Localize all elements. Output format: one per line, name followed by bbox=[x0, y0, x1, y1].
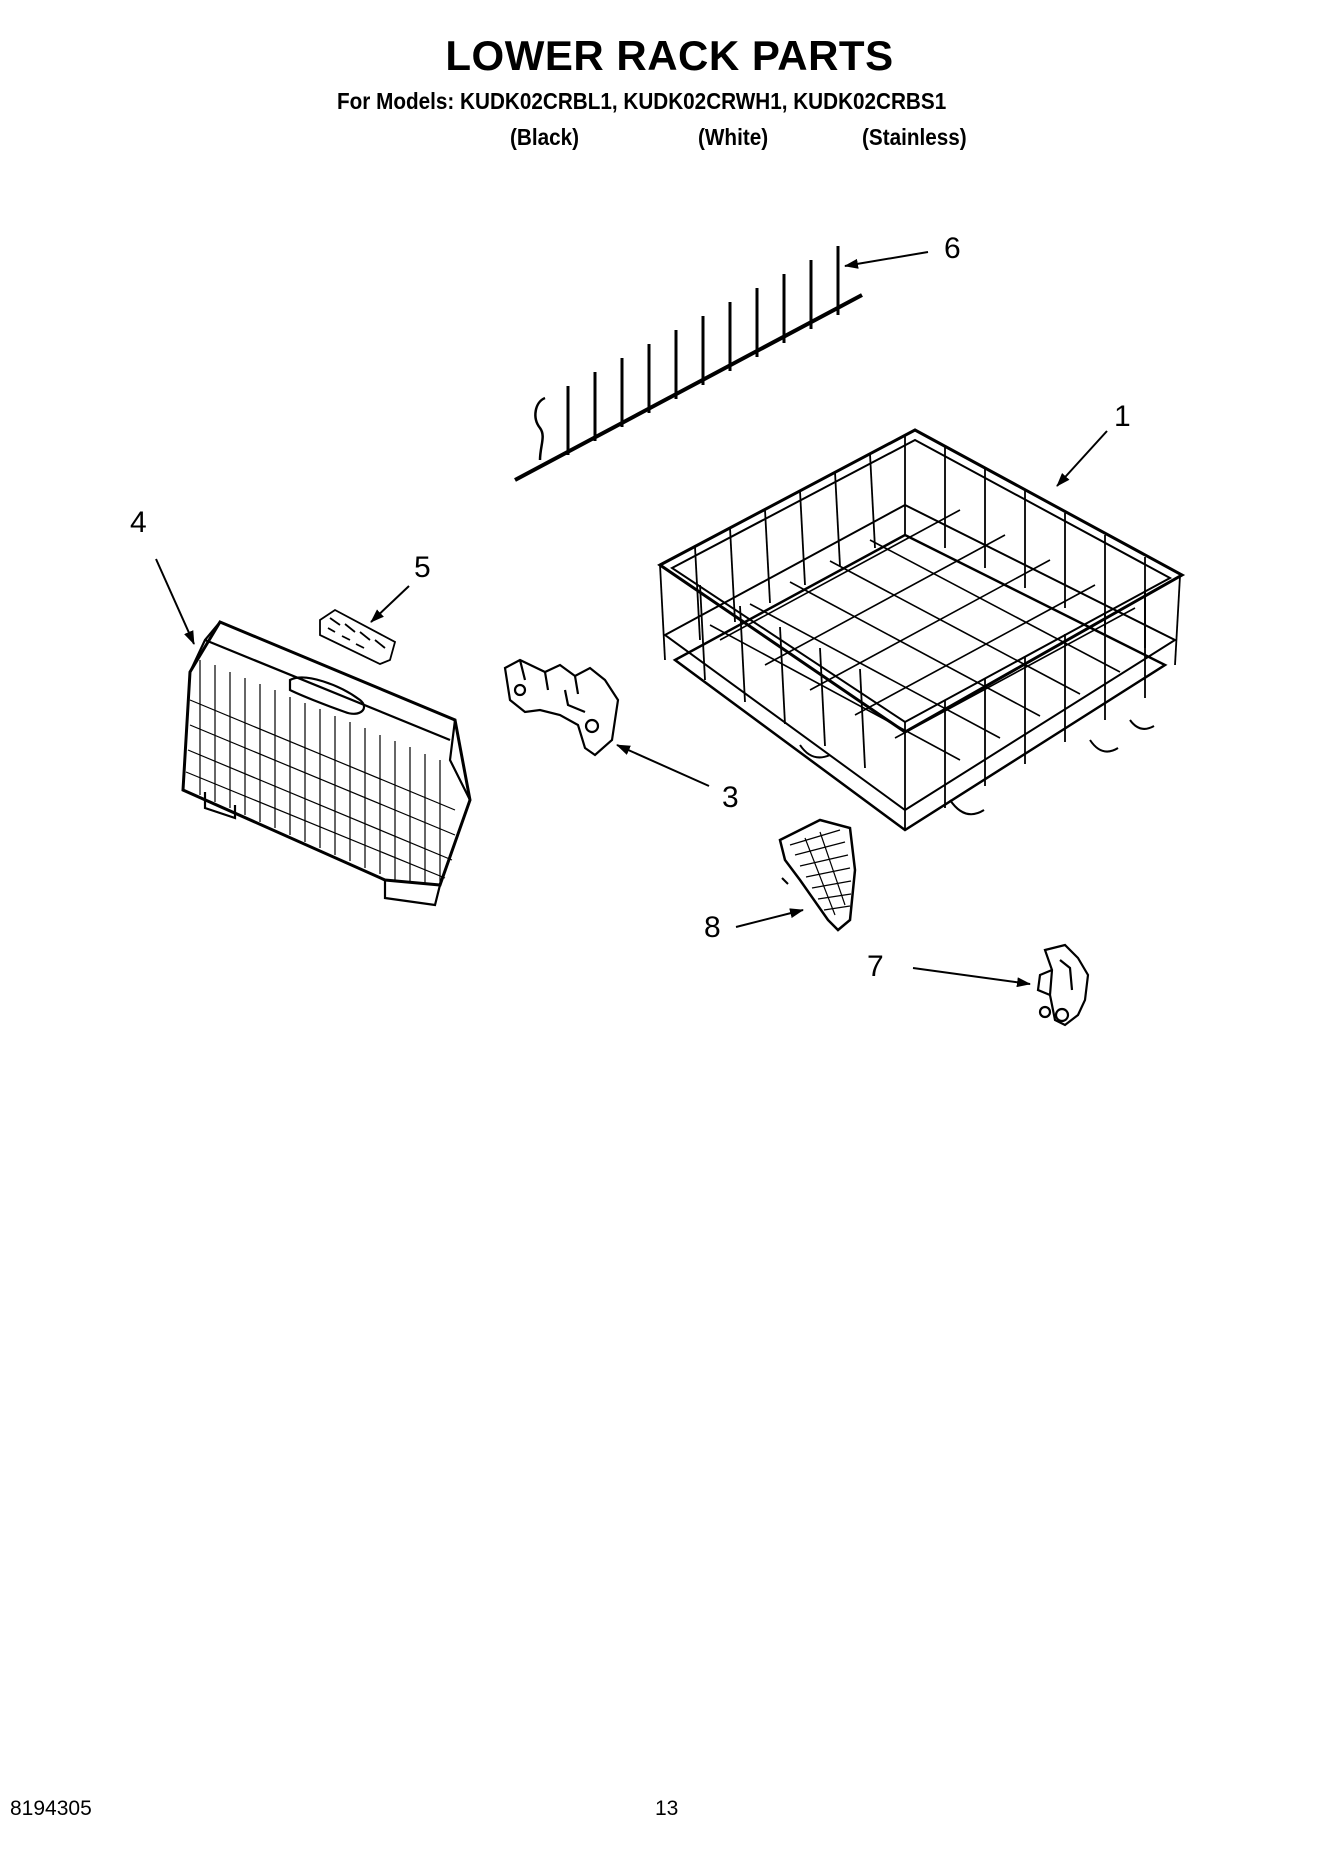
leader-7 bbox=[912, 967, 1031, 988]
callout-3: 3 bbox=[722, 781, 739, 814]
callout-leaders bbox=[155, 251, 1108, 988]
page-number: 13 bbox=[655, 1797, 679, 1820]
page-title: LOWER RACK PARTS bbox=[445, 32, 894, 79]
finish-white: (White) bbox=[698, 124, 769, 150]
leader-4 bbox=[155, 558, 195, 645]
rack-bracket-illustration bbox=[503, 658, 620, 757]
callout-8: 8 bbox=[704, 911, 721, 944]
callout-5: 5 bbox=[414, 551, 431, 584]
shield-illustration bbox=[778, 818, 857, 932]
clip-illustration bbox=[1036, 943, 1090, 1027]
models-line: For Models: KUDK02CRBL1, KUDK02CRWH1, KU… bbox=[337, 88, 947, 114]
leader-1 bbox=[1056, 430, 1108, 487]
callout-1: 1 bbox=[1114, 400, 1131, 433]
callout-7: 7 bbox=[867, 950, 884, 983]
leader-8 bbox=[735, 908, 804, 928]
tine-row-illustration bbox=[514, 246, 863, 482]
silverware-basket-illustration bbox=[181, 620, 472, 907]
leader-3 bbox=[616, 744, 710, 787]
lower-rack-illustration bbox=[657, 428, 1186, 832]
document-number: 8194305 bbox=[10, 1797, 92, 1820]
callout-6: 6 bbox=[944, 232, 961, 265]
basket-clip-illustration bbox=[319, 608, 397, 665]
finish-stainless: (Stainless) bbox=[862, 124, 967, 150]
leader-5 bbox=[370, 585, 410, 623]
leader-6 bbox=[844, 251, 929, 269]
callout-4: 4 bbox=[130, 506, 147, 539]
finish-black: (Black) bbox=[510, 124, 580, 150]
